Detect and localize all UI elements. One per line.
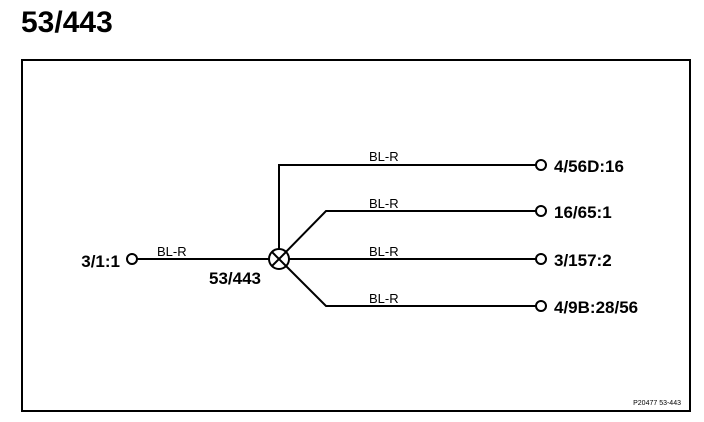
page-title: 53/443 <box>21 6 113 39</box>
branch-wire-label-2: BL-R <box>369 196 399 211</box>
branch-wire-label-4: BL-R <box>369 291 399 306</box>
branch-label-4: 4/9B:28/56 <box>554 298 638 317</box>
splice-icon <box>268 248 290 270</box>
source-wire-label: BL-R <box>157 244 187 259</box>
branch-label-1: 4/56D:16 <box>554 157 624 176</box>
reference-code: P20477 53-443 <box>633 400 681 407</box>
branch-wire-4 <box>278 258 536 307</box>
splice-label: 53/443 <box>209 269 261 288</box>
branch-terminal-4 <box>535 300 547 312</box>
branch-wire-1 <box>278 164 536 258</box>
branch-label-3: 3/157:2 <box>554 251 612 270</box>
branch-wire-2 <box>278 210 536 260</box>
branch-terminal-3 <box>535 253 547 265</box>
branch-terminal-2 <box>535 205 547 217</box>
source-label: 3/1:1 <box>81 252 120 271</box>
source-terminal <box>126 253 138 265</box>
diagram-frame <box>21 59 691 412</box>
branch-terminal-1 <box>535 159 547 171</box>
branch-wire-label-3: BL-R <box>369 244 399 259</box>
branch-wire-label-1: BL-R <box>369 149 399 164</box>
branch-label-2: 16/65:1 <box>554 203 612 222</box>
